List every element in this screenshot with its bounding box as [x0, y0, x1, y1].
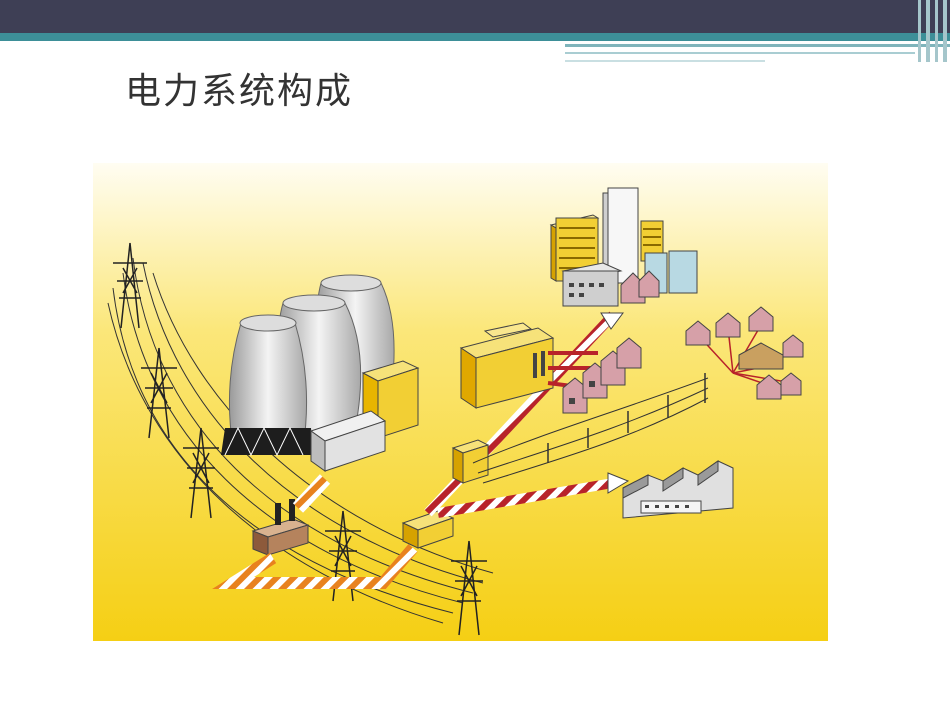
substation-building-icon	[459, 322, 555, 409]
house-icon	[748, 306, 774, 332]
header-accent-bar	[926, 0, 930, 62]
header-accent-line	[565, 60, 765, 62]
house-icon	[685, 320, 711, 346]
header-accent-bar	[918, 0, 921, 62]
header-accent-band	[0, 33, 950, 41]
header-accent-bar	[935, 0, 938, 62]
factory-icon	[622, 460, 734, 519]
transmission-tower-icon	[141, 347, 177, 439]
low-voltage-line	[472, 377, 709, 484]
transmission-tower-icon	[183, 427, 219, 519]
power-flow-path	[292, 474, 331, 513]
arrow-icon	[600, 312, 624, 330]
transformer-icon	[451, 439, 490, 484]
power-system-illustration	[93, 163, 828, 641]
cooling-tower-icon	[221, 314, 313, 457]
illustration-background	[93, 163, 828, 641]
house-icon	[738, 342, 784, 370]
transmission-tower-icon	[451, 540, 487, 636]
power-flow-path	[212, 544, 418, 589]
header-accent-line	[565, 44, 950, 47]
substation-icon	[401, 510, 455, 549]
header-accent-line	[565, 52, 915, 54]
header-bar	[0, 0, 950, 36]
slide-title: 电力系统构成	[125, 71, 354, 112]
house-icon	[616, 337, 642, 369]
city-buildings-icon	[549, 187, 698, 307]
house-icon	[780, 372, 802, 396]
transformer-icon	[251, 499, 310, 556]
header-accent-bar	[943, 0, 947, 62]
utility-pole-icon	[547, 373, 706, 463]
arrow-icon	[607, 472, 630, 494]
house-icon	[562, 377, 588, 414]
house-icon	[715, 312, 741, 338]
transmission-tower-icon	[325, 510, 361, 602]
house-icon	[782, 334, 804, 358]
distribution-line	[437, 478, 614, 518]
transmission-tower-icon	[113, 242, 147, 329]
power-plant-icon	[309, 360, 420, 472]
